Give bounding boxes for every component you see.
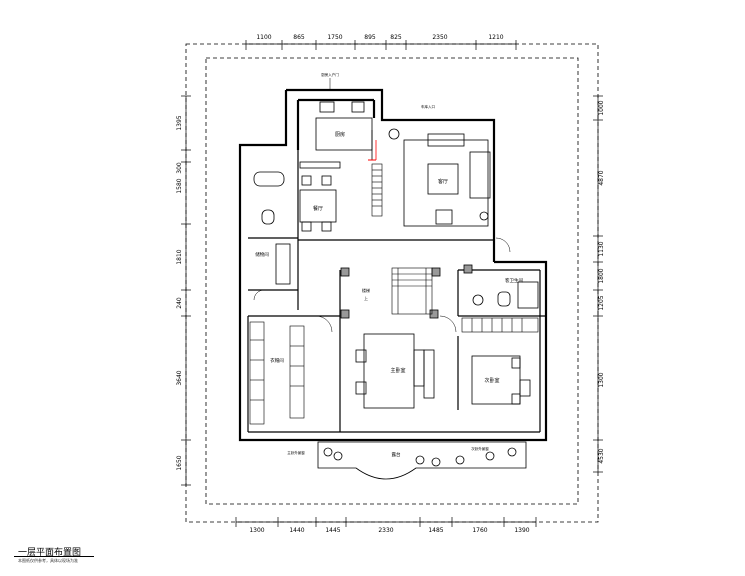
dining-label: 餐厅 bbox=[313, 205, 323, 212]
second-bedroom bbox=[471, 355, 531, 405]
dim-bottom-5: 1485 bbox=[428, 527, 443, 534]
walls bbox=[238, 88, 548, 442]
second-bedroom-label: 次卧室 bbox=[484, 377, 499, 384]
wardrobe-label: 衣帽间 bbox=[270, 357, 284, 364]
dining-table bbox=[299, 161, 341, 232]
dim-bottom-3: 1445 bbox=[325, 527, 340, 534]
dim-right-6: 1300 bbox=[598, 372, 605, 387]
living-room bbox=[388, 128, 491, 227]
stair-rail-upper bbox=[371, 163, 383, 217]
dim-bottom-4: 2330 bbox=[378, 527, 393, 534]
stair-label: 楼梯 bbox=[362, 287, 370, 293]
columns bbox=[340, 264, 473, 319]
top-dimension-line bbox=[245, 40, 517, 50]
dim-left-4: 1810 bbox=[176, 249, 183, 264]
dim-left-6: 3640 bbox=[176, 370, 183, 385]
right-note: 车库入口 bbox=[421, 104, 435, 109]
doors bbox=[253, 237, 511, 333]
dim-bottom-7: 1390 bbox=[514, 527, 529, 534]
master-bedroom bbox=[355, 333, 435, 409]
terrace bbox=[317, 441, 527, 480]
terrace-label: 露台 bbox=[392, 451, 401, 458]
dim-top-2: 865 bbox=[293, 34, 305, 41]
dim-bottom-2: 1440 bbox=[289, 527, 304, 534]
dim-left-7: 1650 bbox=[176, 455, 183, 470]
drawing-title: 一层平面布置图 bbox=[18, 548, 82, 558]
right-dimension-line bbox=[593, 95, 603, 473]
dim-bottom-1: 1300 bbox=[249, 527, 264, 534]
top-note: 厨房入户门 bbox=[321, 72, 339, 77]
left-dimension-line bbox=[181, 95, 191, 486]
dim-top-4: 895 bbox=[364, 34, 376, 41]
dim-top-1: 1100 bbox=[256, 34, 271, 41]
storage-label: 储物间 bbox=[255, 251, 269, 258]
dim-left-3: 1580 bbox=[176, 178, 183, 193]
dim-right-7: 4530 bbox=[598, 448, 605, 463]
dim-top-3: 1750 bbox=[327, 34, 342, 41]
dim-top-6: 2350 bbox=[432, 34, 447, 41]
main-stairs bbox=[391, 267, 433, 315]
dim-left-1: 1395 bbox=[176, 115, 183, 130]
bottom-note-left: 主卧外景窗 bbox=[287, 450, 305, 455]
kitchen bbox=[315, 101, 373, 160]
bathroom bbox=[253, 171, 291, 285]
interior-walls bbox=[247, 150, 546, 433]
dim-right-2: 4870 bbox=[598, 170, 605, 185]
wardrobe bbox=[249, 321, 305, 425]
drawing-subtitle: 本图纸仅供参考，具体以现场为准 bbox=[18, 558, 78, 563]
kitchen-label: 厨房 bbox=[335, 131, 345, 138]
bottom-note-right: 次卧外景窗 bbox=[471, 446, 489, 451]
dim-left-2: 300 bbox=[176, 162, 183, 174]
dim-bottom-6: 1760 bbox=[472, 527, 487, 534]
living-label: 客厅 bbox=[438, 178, 448, 185]
master-bedroom-label: 主卧室 bbox=[390, 367, 405, 374]
stair-note: 上 bbox=[364, 295, 368, 301]
dim-right-4: 1800 bbox=[598, 268, 605, 283]
inner-boundary bbox=[205, 57, 579, 505]
title-underline bbox=[14, 556, 94, 557]
dim-left-5: 240 bbox=[176, 297, 183, 309]
dim-top-5: 825 bbox=[390, 34, 402, 41]
dim-top-7: 1210 bbox=[488, 34, 503, 41]
dim-right-1: 1000 bbox=[598, 100, 605, 115]
guest-bath bbox=[472, 281, 539, 309]
bottom-dimension-line bbox=[235, 517, 537, 527]
dim-right-5: 1205 bbox=[598, 295, 605, 310]
guest-bath-label: 客卫生间 bbox=[505, 277, 523, 284]
closet-strip bbox=[461, 317, 539, 333]
dim-right-3: 1130 bbox=[598, 241, 605, 256]
